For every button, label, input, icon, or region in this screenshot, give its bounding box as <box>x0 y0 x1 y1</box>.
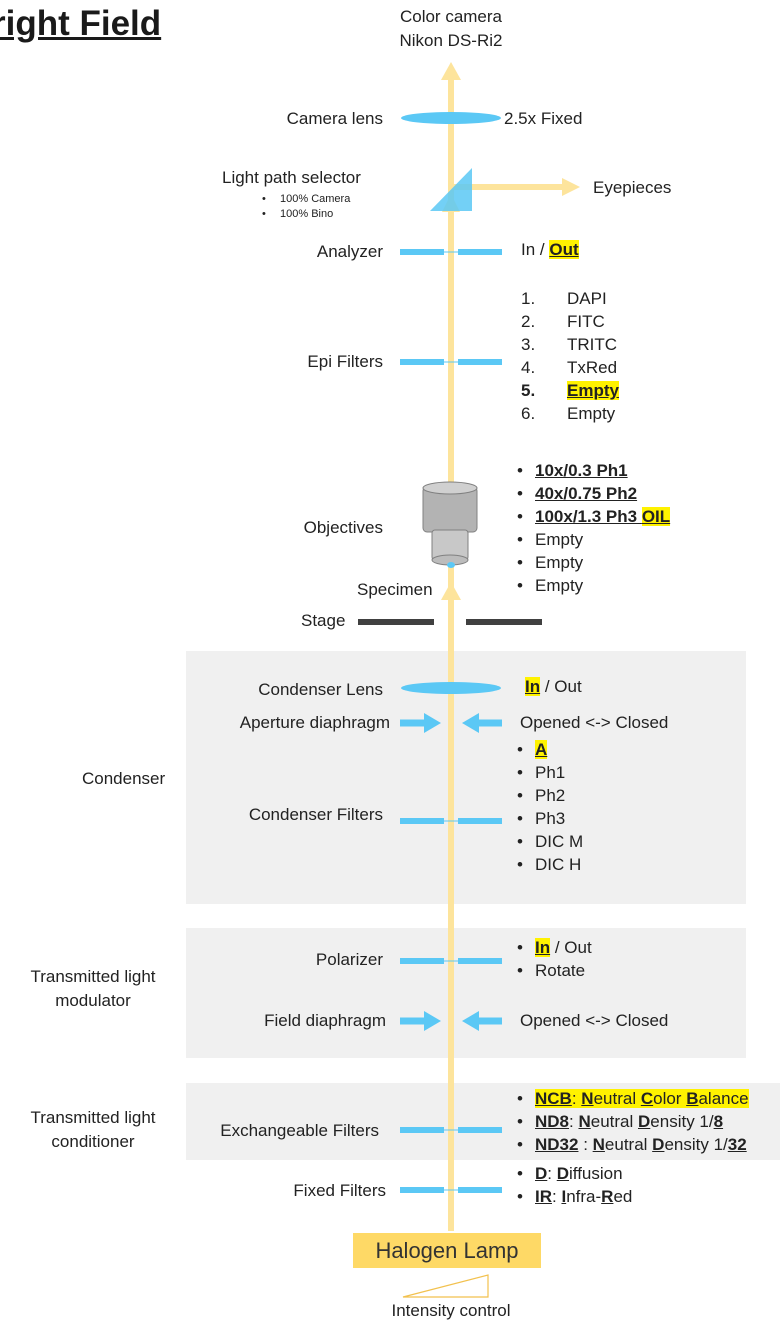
objective-lens-shape <box>422 481 478 568</box>
conditioner-line2: conditioner <box>51 1132 135 1151</box>
beam-arrowhead-specimen <box>441 582 461 600</box>
objective-item: •40x/0.75 Ph2 <box>517 484 638 503</box>
polarizer-bar-left <box>400 958 444 964</box>
condenser-filter-item-selected: •A <box>517 740 548 759</box>
conditioner-group-label: Transmitted light conditioner <box>0 1106 186 1154</box>
stage-left <box>358 619 434 625</box>
polarizer-bar-right <box>458 958 502 964</box>
field-diaphragm-arrows <box>400 1011 502 1031</box>
condenser-filters-list: •A •Ph1 •Ph2 •Ph3 •DIC M •DIC H <box>517 738 583 876</box>
epi-filters-list: 1.DAPI 2.FITC 3.TRITC 4.TxRed 5.Empty 6.… <box>521 287 619 425</box>
aperture-label: Aperture diaphragm <box>239 713 390 732</box>
condenser-filters-label: Condenser Filters <box>248 805 383 824</box>
analyzer-out-selected: Out <box>549 240 579 259</box>
exchangeable-filter-ncb: •NCB: Neutral Color Balance <box>517 1089 749 1108</box>
light-path-option: •100% Bino <box>262 208 334 220</box>
objectives-list: •10x/0.3 Ph1 •40x/0.75 Ph2 •100x/1.3 Ph3… <box>517 459 671 597</box>
intensity-label: Intensity control <box>391 1301 511 1320</box>
eyepiece-arrowhead <box>562 178 580 196</box>
modulator-panel <box>186 928 746 1058</box>
beam-arrowhead-top <box>441 62 461 80</box>
condenser-filter-item: •Ph3 <box>517 809 566 828</box>
objective-item: •Empty <box>517 576 584 595</box>
condenser-filter-item: •Ph1 <box>517 763 566 782</box>
condenser-lens-value: In / Out <box>525 677 582 697</box>
halogen-lamp: Halogen Lamp <box>353 1233 541 1268</box>
condenser-group-label: Condenser <box>82 769 166 788</box>
exchangeable-filters-list: •NCB: Neutral Color Balance •ND8: Neutra… <box>517 1087 749 1156</box>
exchangeable-filter-nd8: •ND8: Neutral Density 1/8 <box>517 1112 724 1131</box>
epi-filter-item-selected: 5.Empty <box>521 381 619 400</box>
exchangeable-bar-right <box>458 1127 502 1133</box>
exchangeable-filter-nd32: •ND32 : Neutral Density 1/32 <box>517 1135 747 1154</box>
analyzer-label: Analyzer <box>316 242 383 261</box>
epi-filter-item: 1.DAPI <box>521 289 607 308</box>
stage-right <box>466 619 542 625</box>
light-path-label: Light path selector <box>222 168 361 187</box>
condenser-filter-item: •DIC H <box>517 855 582 874</box>
light-path-options: •100% Camera •100% Bino <box>262 192 350 222</box>
camera-lens-shape <box>401 112 501 124</box>
page-title: right Field <box>0 4 162 43</box>
exchangeable-bar-left <box>400 1127 444 1133</box>
field-diaphragm-label: Field diaphragm <box>264 1011 386 1030</box>
analyzer-bar-left <box>400 249 444 255</box>
epi-bar-left <box>400 359 444 365</box>
fixed-bar-right <box>458 1187 502 1193</box>
camera-label-line1: Color camera <box>399 7 503 26</box>
objectives-label: Objectives <box>303 518 383 537</box>
polarizer-item: •In / Out <box>517 938 592 957</box>
exchangeable-filters-label: Exchangeable Filters <box>220 1121 379 1140</box>
condenser-lens-label: Condenser Lens <box>258 680 383 699</box>
camera-lens-label: Camera lens <box>286 109 383 128</box>
aperture-arrows <box>400 713 502 733</box>
condenser-out: / Out <box>540 677 582 696</box>
epi-filter-item: 3.TRITC <box>521 335 618 354</box>
fixed-filter-diffusion: •D: Diffusion <box>517 1164 623 1183</box>
modulator-group-label: Transmitted light modulator <box>0 965 186 1013</box>
eyepieces-label: Eyepieces <box>593 178 672 197</box>
objective-item: •Empty <box>517 530 584 549</box>
fixed-filters-list: •D: Diffusion •IR: Infra-Red <box>517 1162 632 1208</box>
epi-filter-item: 4.TxRed <box>521 358 618 377</box>
condenser-lens-shape <box>401 682 501 694</box>
polarizer-item: •Rotate <box>517 961 586 980</box>
objective-item: •10x/0.3 Ph1 <box>517 461 628 480</box>
modulator-line2: modulator <box>55 991 131 1010</box>
condenser-filter-bar-left <box>400 818 444 824</box>
camera-label-line2: Nikon DS-Ri2 <box>399 31 503 50</box>
camera-lens-value: 2.5x Fixed <box>504 109 583 128</box>
epi-filters-label: Epi Filters <box>307 352 383 371</box>
analyzer-value: In / Out <box>521 240 579 260</box>
stage-label: Stage <box>301 611 346 630</box>
analyzer-bar-right <box>458 249 502 255</box>
polarizer-label: Polarizer <box>315 950 383 969</box>
fixed-filters-label: Fixed Filters <box>293 1181 386 1200</box>
field-diaphragm-value: Opened <-> Closed <box>520 1011 669 1030</box>
intensity-wedge <box>402 1274 489 1298</box>
condenser-filter-item: •DIC M <box>517 832 584 851</box>
fixed-filter-infrared: •IR: Infra-Red <box>517 1187 633 1206</box>
condenser-filter-item: •Ph2 <box>517 786 566 805</box>
specimen-label: Specimen <box>357 580 433 599</box>
fixed-bar-left <box>400 1187 444 1193</box>
polarizer-list: •In / Out •Rotate <box>517 936 592 982</box>
conditioner-line1: Transmitted light <box>30 1108 156 1127</box>
condenser-in-selected: In <box>525 677 541 696</box>
epi-bar-right <box>458 359 502 365</box>
camera-label: Color camera Nikon DS-Ri2 <box>351 7 551 51</box>
epi-filter-item: 6.Empty <box>521 404 616 423</box>
analyzer-in: In / <box>521 240 550 259</box>
epi-filter-item: 2.FITC <box>521 312 605 331</box>
objective-item: •100x/1.3 Ph3 OIL <box>517 507 671 526</box>
light-path-prism <box>430 168 472 211</box>
light-path-option: •100% Camera <box>262 193 351 205</box>
aperture-value: Opened <-> Closed <box>520 713 669 732</box>
condenser-filter-bar-right <box>458 818 502 824</box>
objective-item: •Empty <box>517 553 584 572</box>
modulator-line1: Transmitted light <box>30 967 156 986</box>
